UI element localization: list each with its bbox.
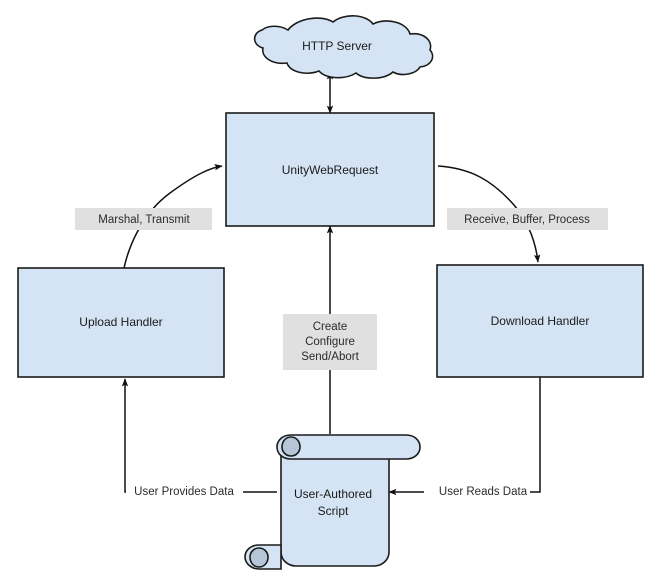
edge-curve-upload-unitywebrequest [123,164,223,269]
receive-buffer-process-label-bg [447,208,608,230]
edge-script-to-upload [121,378,277,493]
node-download-handler[interactable]: Download Handler [436,264,644,378]
script-body-shape [280,447,390,567]
edge-label-receive-buffer-process: Receive, Buffer, Process [447,208,608,230]
marshal-transmit-label-bg [75,208,212,230]
script-top-roll-shape [276,434,421,460]
edge-label-marshal-transmit: Marshal, Transmit [75,208,212,230]
script-top-left-curl [281,436,301,457]
node-upload-handler[interactable]: Upload Handler [17,267,225,378]
edge-path-script-upload [121,378,277,493]
edge-unitywebrequest-to-download [437,165,541,263]
user-reads-data-label-bg [424,482,530,502]
edge-label-create-configure-send: Create Configure Send/Abort [283,314,377,370]
node-unitywebrequest[interactable]: UnityWebRequest [225,112,435,227]
node-user-authored-script[interactable]: User-Authored Script [244,434,421,570]
node-http-server[interactable]: HTTP Server [253,15,434,79]
edge-label-user-provides-data: User Provides Data [126,482,243,502]
unitywebrequest-box-shape [225,112,435,227]
http-server-cloud-shape [253,15,434,79]
edge-upload-to-unitywebrequest [123,164,223,269]
edge-download-to-script [388,377,541,496]
create-configure-send-label-bg [283,314,377,370]
edge-curve-unitywebrequest-download [437,165,541,263]
edge-label-user-reads-data: User Reads Data [424,482,530,502]
user-provides-data-label-bg [126,482,243,502]
script-bottom-left-curl [249,547,269,568]
download-handler-box-shape [436,264,644,378]
edge-path-download-script [388,377,541,496]
upload-handler-box-shape [17,267,225,378]
